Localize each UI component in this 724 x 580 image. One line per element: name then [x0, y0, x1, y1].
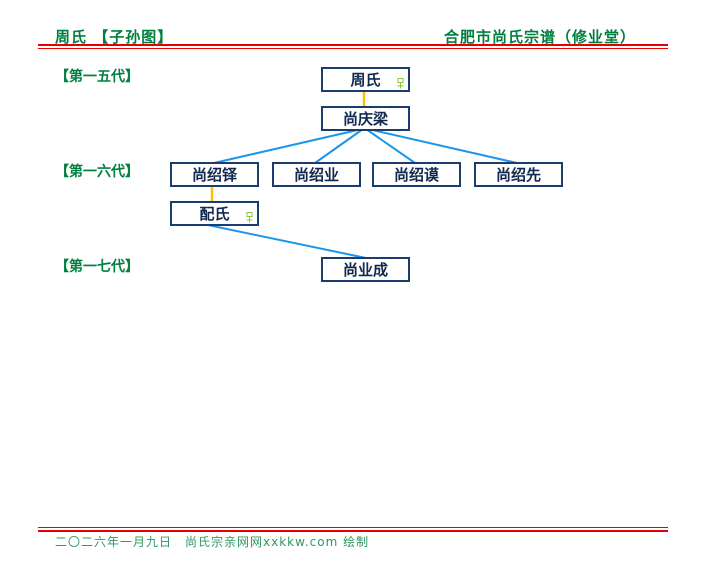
page-title: 周氏 【子孙图】 [55, 28, 174, 46]
person-node-shangqingliang[interactable]: 尚庆梁 [321, 106, 410, 131]
generation-label-16: 【第一六代】 [55, 164, 139, 180]
person-node-shangshaomo[interactable]: 尚绍谟 [372, 162, 461, 187]
child-link-to-shangshaoye [314, 128, 364, 164]
person-name: 尚绍业 [293, 166, 339, 184]
person-name: 尚绍铎 [191, 166, 237, 184]
child-link-to-shangshaoduo [213, 128, 363, 164]
person-name: 尚绍谟 [393, 166, 439, 184]
generation-label-15: 【第一五代】 [55, 69, 139, 85]
book-title: 合肥市尚氏宗谱（修业堂） [444, 28, 637, 46]
child-link-to-shangshaomo [365, 128, 416, 164]
child-link-to-shangyecheng [202, 223, 367, 259]
bottom-divider [38, 527, 668, 532]
person-node-shangyecheng[interactable]: 尚业成 [321, 257, 410, 282]
person-name: 尚庆梁 [342, 110, 388, 128]
person-name: 配氏 [199, 205, 230, 223]
person-name: 尚绍先 [495, 166, 541, 184]
person-node-zhoushi[interactable]: 周氏 [321, 67, 410, 92]
footer-credit: 尚氏宗亲网网xxkkw.com 绘制 [185, 535, 370, 549]
footer-date: 二〇二六年一月九日 [55, 535, 173, 549]
female-icon [397, 78, 405, 89]
female-icon [246, 212, 254, 223]
person-node-shangshaoye[interactable]: 尚绍业 [272, 162, 361, 187]
person-name: 尚业成 [342, 261, 388, 279]
person-name: 周氏 [350, 71, 381, 89]
top-divider [38, 44, 668, 49]
person-node-shangshaoduo[interactable]: 尚绍铎 [170, 162, 259, 187]
person-node-peishi[interactable]: 配氏 [170, 201, 259, 226]
child-link-to-shangshaoxian [367, 128, 518, 164]
person-node-shangshaoxian[interactable]: 尚绍先 [474, 162, 563, 187]
generation-label-17: 【第一七代】 [55, 259, 139, 275]
